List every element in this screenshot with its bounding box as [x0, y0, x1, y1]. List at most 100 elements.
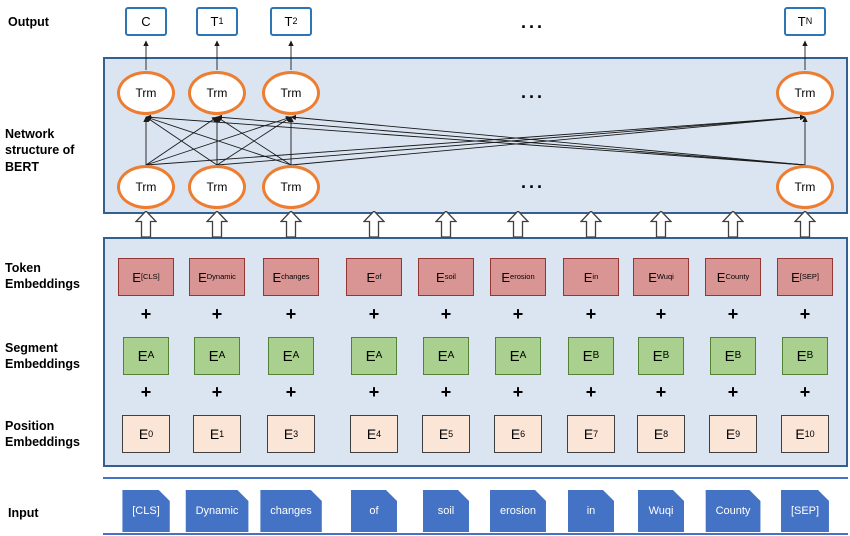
subscript-text: 8	[663, 428, 669, 439]
label-network-structure: Network structure of BERT	[5, 127, 75, 174]
subscript-text: [CLS]	[140, 272, 160, 282]
plus-icon: +	[368, 304, 380, 324]
plus-icon: +	[585, 304, 597, 324]
up-block-arrow-icon	[279, 210, 303, 238]
plus-icon: +	[512, 304, 524, 324]
plus-icon: +	[799, 382, 811, 402]
input-token: Dynamic	[186, 490, 249, 532]
main-text: E	[436, 269, 445, 285]
output-box-0: C	[125, 7, 167, 36]
main-text: E	[208, 347, 219, 365]
input-divider-top	[103, 477, 848, 479]
main-text: E	[652, 347, 663, 365]
plus-icon: +	[512, 382, 524, 402]
input-token: [SEP]	[781, 490, 829, 532]
up-block-arrow-icon	[434, 210, 458, 238]
main-text: E	[725, 426, 736, 442]
plus-icon: +	[440, 304, 452, 324]
subscript-text: B	[662, 350, 670, 361]
plus-icon: +	[285, 304, 297, 324]
up-block-arrow-icon	[579, 210, 603, 238]
subscript-text: County	[725, 272, 750, 282]
label-output: Output	[8, 15, 49, 29]
input-token: in	[568, 490, 614, 532]
plus-icon: +	[655, 304, 667, 324]
main-text: E	[716, 269, 726, 285]
input-divider-bottom	[103, 533, 848, 535]
subscript-text: A	[447, 350, 455, 361]
output-ellipsis: ...	[521, 12, 546, 32]
up-block-arrow-icon	[134, 210, 158, 238]
main-text: E	[791, 269, 800, 285]
subscript-text: Wuqi	[656, 272, 674, 282]
plus-icon: +	[285, 382, 297, 402]
plus-icon: +	[211, 304, 223, 324]
up-block-arrow-icon	[506, 210, 530, 238]
label-input: Input	[8, 506, 39, 520]
plus-icon: +	[727, 304, 739, 324]
trm-node-bottom-3: Trm	[776, 165, 834, 209]
subscript-text: 6	[520, 428, 526, 439]
subscript-text: changes	[281, 272, 310, 282]
subscript-text: 7	[593, 428, 599, 439]
subscript-text: 10	[804, 428, 815, 439]
token-embedding-box: E[CLS]	[118, 258, 174, 296]
subscript-text: 4	[376, 428, 382, 439]
subscript-text: A	[292, 350, 300, 361]
subscript-text: of	[375, 272, 382, 282]
label-segment-embeddings: Segment Embeddings	[5, 341, 81, 372]
up-block-arrow-icon	[362, 210, 386, 238]
trm-bottom-ellipsis: ...	[521, 172, 546, 192]
main-text: E	[198, 269, 207, 285]
subscript-text: A	[375, 350, 383, 361]
main-text: E	[724, 347, 735, 365]
subscript-text: 3	[293, 428, 299, 439]
trm-node-top-0: Trm	[117, 71, 175, 115]
main-text: E	[796, 347, 807, 365]
label-position-embeddings: Position Embeddings	[5, 419, 81, 450]
main-text: E	[582, 347, 593, 365]
main-text: T	[284, 14, 293, 29]
subscript-text: A	[519, 350, 527, 361]
plus-icon: +	[140, 382, 152, 402]
up-block-arrow-icon	[205, 210, 229, 238]
token-embedding-box: E[SEP]	[777, 258, 833, 296]
main-text: E	[365, 347, 376, 365]
main-text: T	[210, 14, 219, 29]
subscript-text: 1	[219, 428, 225, 439]
subscript-text: A	[147, 350, 155, 361]
main-text: T	[797, 14, 806, 29]
main-text: E	[366, 269, 376, 285]
main-text: E	[272, 269, 282, 285]
main-text: E	[653, 426, 664, 442]
subscript-text: in	[592, 272, 599, 282]
input-token: of	[351, 490, 397, 532]
subscript-text: 9	[735, 428, 741, 439]
subscript-text: 0	[148, 428, 154, 439]
up-block-arrow-icon	[649, 210, 673, 238]
input-token: changes	[260, 490, 322, 532]
main-text: E	[282, 347, 293, 365]
trm-node-top-1: Trm	[188, 71, 246, 115]
plus-icon: +	[440, 382, 452, 402]
subscript-text: [SEP]	[799, 272, 819, 282]
